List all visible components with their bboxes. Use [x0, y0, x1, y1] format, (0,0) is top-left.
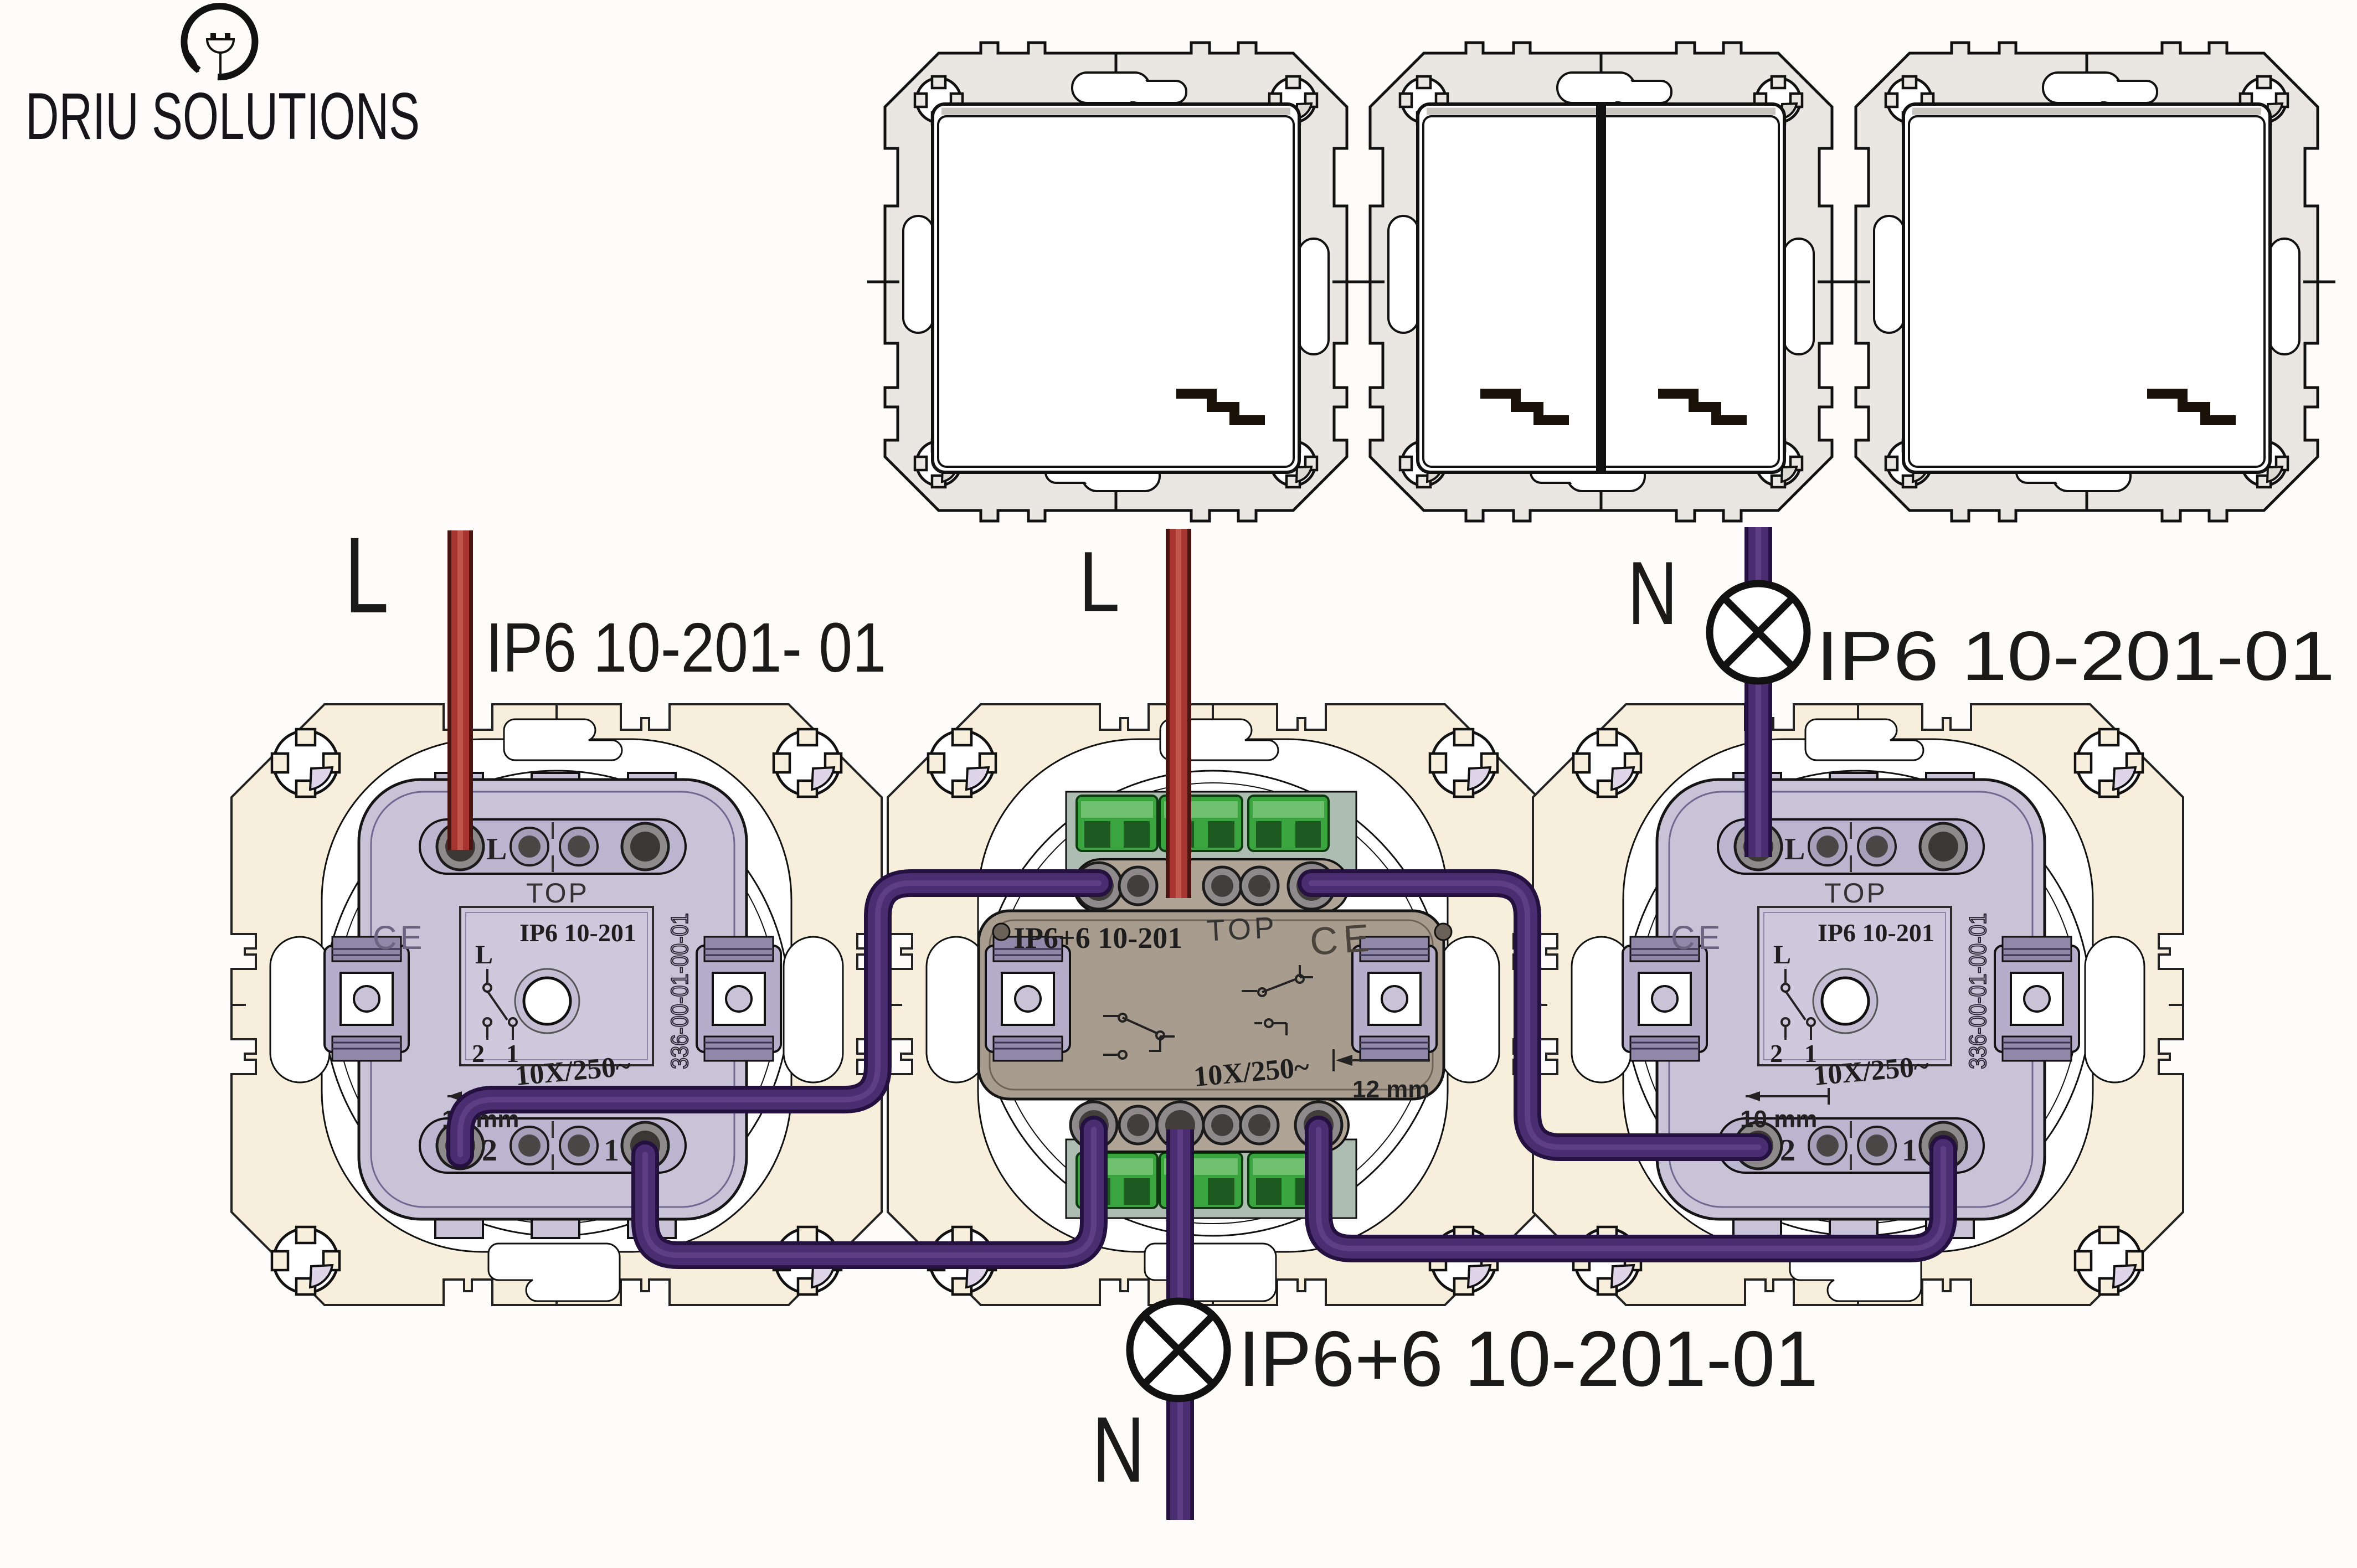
svg-text:L: L [475, 940, 493, 969]
svg-text:2: 2 [472, 1039, 485, 1067]
svg-text:N: N [1628, 543, 1677, 643]
svg-text:IP6+6 10-201: IP6+6 10-201 [1013, 921, 1182, 955]
svg-text:1: 1 [506, 1039, 519, 1067]
svg-text:L: L [1784, 832, 1805, 866]
svg-text:2: 2 [482, 1133, 497, 1168]
svg-text:TOP: TOP [526, 878, 589, 909]
svg-text:CE: CE [1671, 919, 1723, 956]
svg-text:CE: CE [373, 919, 425, 956]
svg-text:IP6 10-201: IP6 10-201 [519, 919, 636, 947]
svg-text:IP6 10-201-01: IP6 10-201-01 [1816, 617, 2335, 695]
svg-text:L: L [344, 515, 389, 636]
svg-text:IP6 10-201: IP6 10-201 [1818, 919, 1934, 947]
svg-text:TOP: TOP [1824, 878, 1887, 909]
svg-text:L: L [1773, 940, 1791, 969]
svg-text:1: 1 [1902, 1133, 1917, 1168]
svg-text:336-00-01-00-01: 336-00-01-00-01 [666, 913, 693, 1069]
svg-text:336-00-01-00-01: 336-00-01-00-01 [1964, 913, 1991, 1069]
svg-text:L: L [1079, 534, 1120, 630]
svg-text:N: N [1092, 1397, 1145, 1502]
svg-text:1: 1 [604, 1133, 619, 1168]
svg-text:L: L [486, 832, 507, 866]
svg-text:TOP: TOP [1206, 911, 1278, 948]
svg-text:10 mm: 10 mm [1740, 1106, 1817, 1133]
svg-text:IP6 10-201- 01: IP6 10-201- 01 [486, 608, 886, 687]
svg-text:2: 2 [1780, 1133, 1795, 1168]
svg-text:1: 1 [1804, 1039, 1817, 1067]
svg-text:DRIU SOLUTIONS: DRIU SOLUTIONS [25, 79, 420, 153]
svg-text:12 mm: 12 mm [1352, 1076, 1429, 1103]
svg-text:2: 2 [1770, 1039, 1783, 1067]
svg-text:CE: CE [1309, 916, 1376, 963]
svg-text:IP6+6 10-201-01: IP6+6 10-201-01 [1238, 1315, 1818, 1403]
